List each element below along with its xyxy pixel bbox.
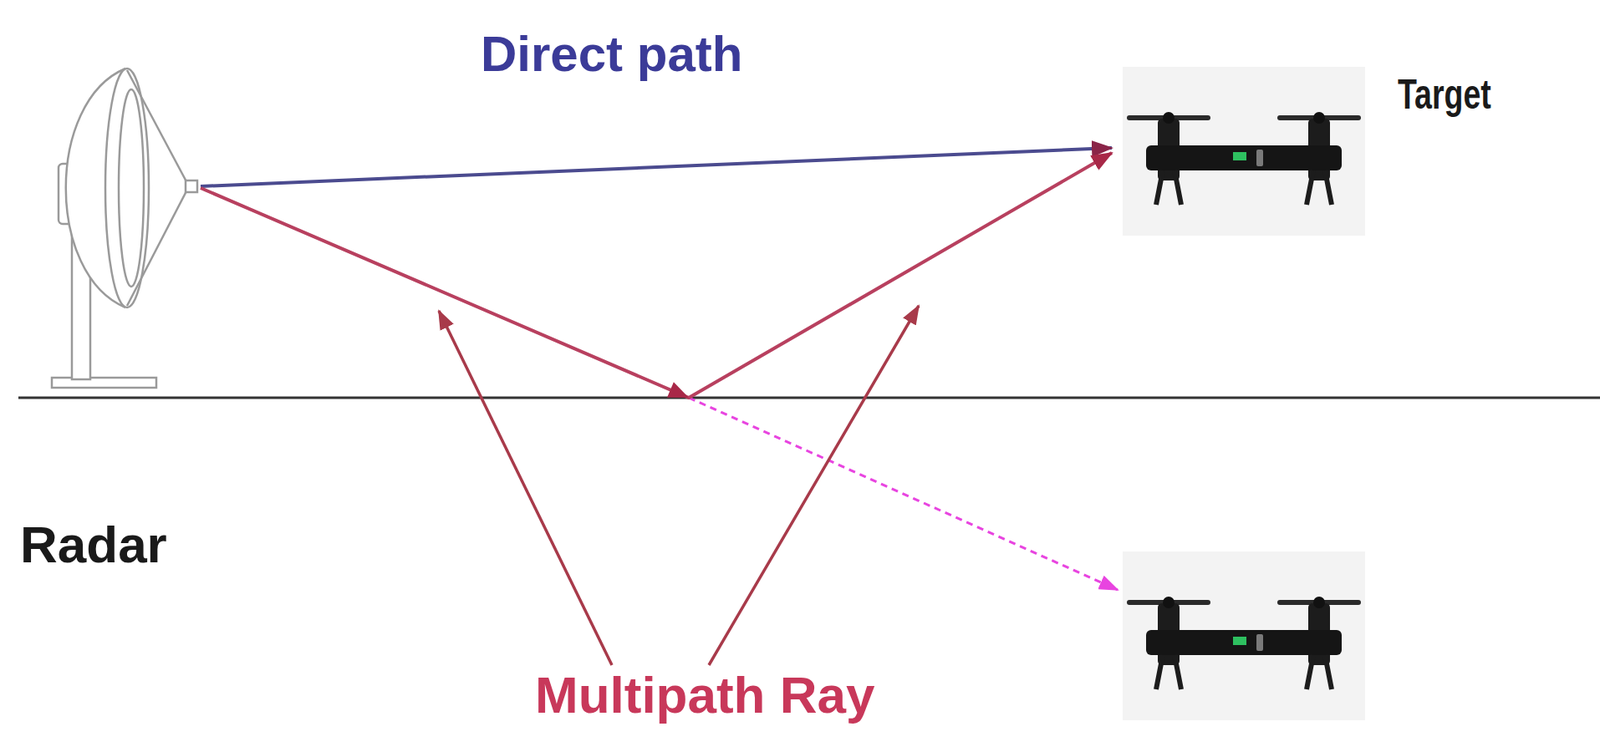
arrowhead [667, 382, 689, 398]
multipath-ray [200, 152, 1112, 398]
ground-line [18, 397, 1600, 400]
node-label: Target [1397, 71, 1492, 120]
image-ray [688, 397, 1118, 591]
target-drone [1122, 66, 1366, 236]
mirror-image-drone [1122, 551, 1366, 721]
dish-inner [118, 89, 144, 287]
leader-arrow [708, 305, 919, 666]
radar-base [51, 377, 157, 388]
target: Target [1111, 62, 1505, 239]
node-label: Radar [20, 514, 168, 575]
edge-label: Direct path [480, 25, 743, 83]
radar-dish [51, 68, 198, 388]
direct-path [200, 147, 1112, 187]
dish-rim [105, 68, 149, 308]
radar-station: Radar [16, 50, 201, 596]
feed-horn [185, 180, 198, 193]
callout-label: Multipath Ray [535, 665, 875, 725]
leader-arrow [438, 310, 612, 666]
feed-strut [127, 70, 189, 306]
